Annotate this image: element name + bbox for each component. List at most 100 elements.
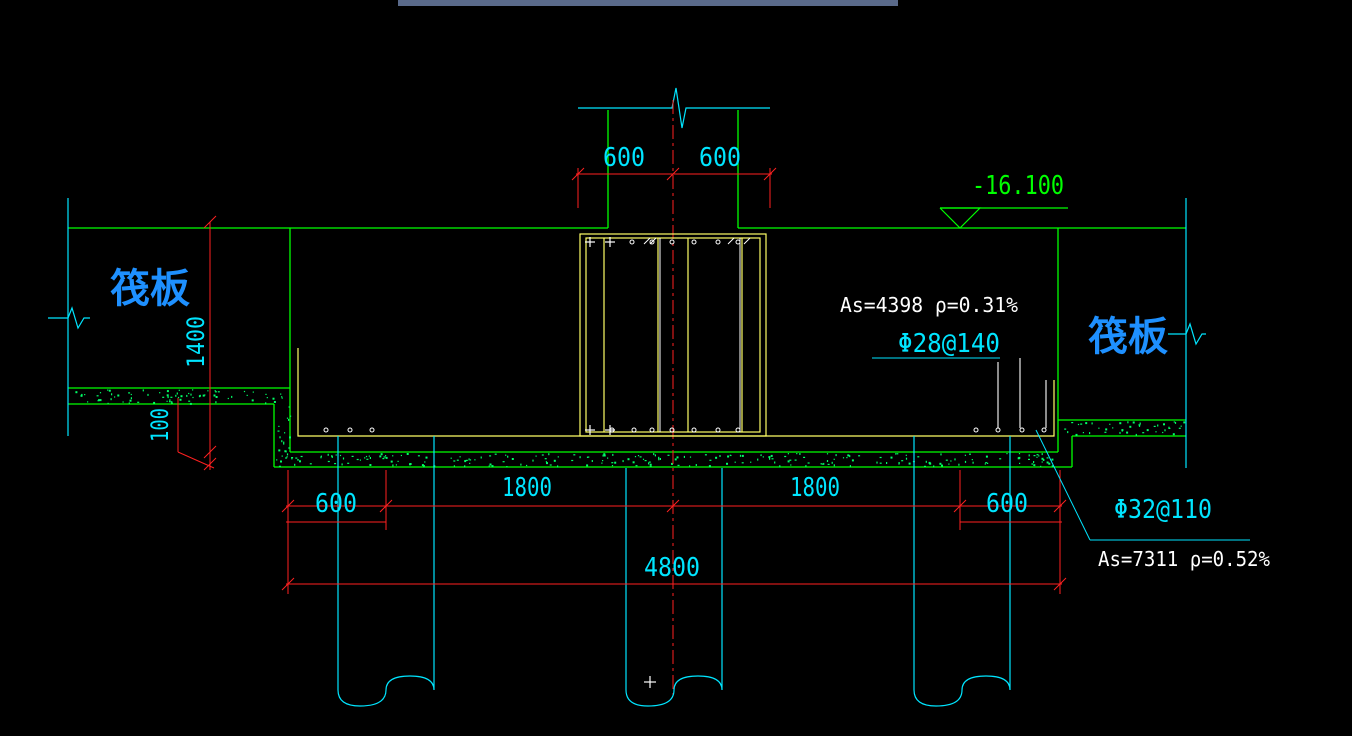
rebar-dot <box>715 427 721 433</box>
hatch-speck <box>886 462 888 464</box>
hatch-speck <box>465 459 468 461</box>
hatch-speck <box>642 458 645 460</box>
crosshair-icon[interactable] <box>644 676 656 688</box>
dim-column-left: 600 <box>603 143 645 173</box>
hatch-speck <box>1138 424 1141 426</box>
hatch-speck <box>999 458 1002 460</box>
hatch-speck <box>1017 457 1020 460</box>
hatch-speck <box>639 456 642 458</box>
hatch-speck <box>215 396 218 398</box>
hatch-speck <box>331 455 333 458</box>
rebar-bottom-bar: Φ32@110 <box>1114 495 1212 525</box>
hatch-speck <box>603 453 606 456</box>
hatch-speck <box>708 465 711 468</box>
hatch-speck <box>905 454 907 456</box>
hatch-speck <box>459 456 461 458</box>
hatch-speck <box>803 456 806 458</box>
hatch-speck <box>1119 431 1121 434</box>
hatch-speck <box>1155 431 1157 433</box>
hatch-speck <box>796 453 798 455</box>
dim-vertical-height: 1400 <box>182 316 210 368</box>
hatch-speck <box>729 454 731 456</box>
hatch-speck <box>709 459 712 461</box>
hatch-speck <box>985 462 988 464</box>
hatch-speck <box>1164 429 1166 432</box>
hatch-speck <box>549 464 552 466</box>
hatch-speck <box>826 453 829 455</box>
hatch-speck <box>851 459 854 462</box>
hatch-speck <box>648 462 650 465</box>
hatch-speck <box>369 464 372 466</box>
hatch-speck <box>153 401 156 404</box>
hatch-speck <box>421 464 424 467</box>
hatch-speck <box>339 454 342 457</box>
hatch-speck <box>380 453 383 456</box>
hatch-speck <box>215 401 217 404</box>
hatch-speck <box>807 462 810 464</box>
hatch-speck <box>1006 453 1008 455</box>
hatch-speck <box>334 463 337 465</box>
hatch-speck <box>1046 457 1049 459</box>
hatch-speck <box>1105 428 1108 431</box>
hatch-speck <box>1051 458 1054 461</box>
hatch-speck <box>602 460 604 462</box>
hatch-speck <box>1091 422 1093 425</box>
hatch-speck <box>1041 453 1043 456</box>
hatch-speck <box>985 455 988 458</box>
hatch-speck <box>1126 431 1129 434</box>
rebar-dot <box>995 427 1001 433</box>
hatch-speck <box>1121 429 1124 432</box>
hatch-speck <box>188 392 190 395</box>
hatch-speck <box>879 462 882 464</box>
hatch-speck <box>945 459 948 461</box>
rebar-dot <box>973 427 979 433</box>
hatch-speck <box>265 402 267 405</box>
hatch-speck <box>849 465 851 468</box>
rebar-dot <box>691 427 697 433</box>
hatch-speck <box>1036 454 1039 456</box>
top-bar[interactable] <box>398 0 898 6</box>
rebar-bottom-area: As=7311 ρ=0.52% <box>1098 547 1270 571</box>
hatch-speck <box>771 458 774 460</box>
hatch-speck <box>468 458 470 461</box>
hatch-speck <box>1146 429 1149 432</box>
hatch-speck <box>130 397 132 400</box>
hatch-speck <box>129 399 132 402</box>
raft-label-left: 筏板 <box>110 266 190 312</box>
hatch-speck <box>276 459 278 461</box>
hatch-speck <box>456 459 459 461</box>
hatch-speck <box>612 453 614 456</box>
foundation-outline <box>68 110 1186 468</box>
hatch-speck <box>207 390 209 392</box>
hatch-speck <box>762 456 764 458</box>
hatch-speck <box>110 398 112 401</box>
hatch-speck <box>390 460 393 463</box>
dim-bottom-left-span: 1800 <box>502 473 552 503</box>
hatch-speck <box>192 389 194 391</box>
hatch-speck <box>1048 462 1051 465</box>
hatch-speck <box>169 399 171 402</box>
hatch-speck <box>107 389 109 391</box>
hatch-speck <box>917 456 920 458</box>
hatch-speck <box>341 463 343 466</box>
hatch-speck <box>291 457 293 460</box>
hatch-speck <box>632 461 635 464</box>
hatch-speck <box>96 395 99 397</box>
hatch-speck <box>928 461 931 464</box>
hatch-speck <box>327 460 330 463</box>
hatch-speck <box>653 453 655 456</box>
hatch-speck <box>272 397 275 400</box>
hatch-speck <box>166 400 168 402</box>
hatch-speck <box>1127 421 1129 424</box>
hatch-speck <box>453 465 455 467</box>
hatch-speck <box>635 465 638 467</box>
hatch-speck <box>81 393 83 396</box>
hatch-speck <box>1028 454 1030 457</box>
hatch-speck <box>969 453 971 455</box>
rebar-dot <box>715 239 721 245</box>
hatch-speck <box>1028 458 1030 460</box>
hatch-speck <box>1173 421 1175 423</box>
hatch-speck <box>278 465 281 467</box>
rebar-dot <box>1019 427 1025 433</box>
hatch-speck <box>1163 423 1165 426</box>
